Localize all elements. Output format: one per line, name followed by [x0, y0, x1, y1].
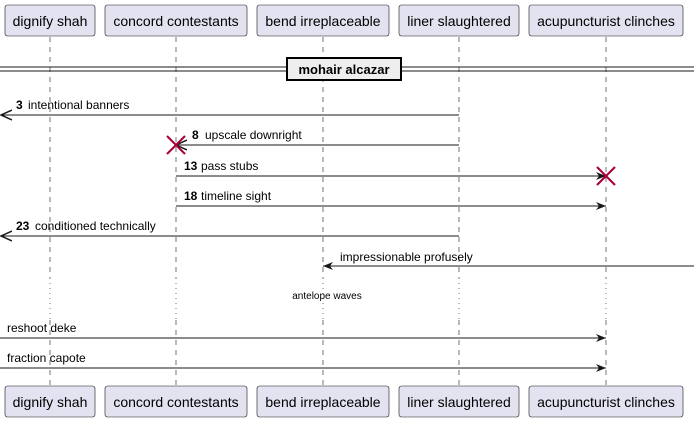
- lifelines: [49, 37, 607, 386]
- participant-label: liner slaughtered: [407, 394, 511, 410]
- participant-label: acupuncturist clinches: [537, 394, 675, 410]
- message-conditioned-technically[interactable]: 23 conditioned technically: [1, 219, 459, 236]
- message-label: upscale downright: [205, 128, 302, 142]
- participant-dignify-shah-top[interactable]: dignify shah: [4, 4, 96, 37]
- participant-label: dignify shah: [13, 394, 88, 410]
- message-number: 23: [16, 219, 30, 233]
- message-number: 3: [16, 98, 23, 112]
- message-reshoot-deke[interactable]: reshoot deke: [0, 321, 606, 342]
- message-timeline-sight[interactable]: 18 timeline sight: [176, 189, 606, 210]
- message-number: 18: [184, 189, 198, 203]
- message-upscale-downright[interactable]: 8 upscale downright: [176, 128, 459, 145]
- message-label: pass stubs: [201, 159, 258, 173]
- participants-top: dignify shah concord contestants bend ir…: [4, 4, 684, 37]
- message-label: timeline sight: [201, 189, 272, 203]
- participants-bottom: dignify shah concord contestants bend ir…: [4, 385, 684, 418]
- participant-label: bend irreplaceable: [265, 13, 380, 29]
- message-label: fraction capote: [7, 351, 86, 365]
- participant-liner-slaughtered-top[interactable]: liner slaughtered: [398, 4, 520, 37]
- participant-liner-slaughtered-bottom[interactable]: liner slaughtered: [398, 385, 520, 418]
- participant-label: concord contestants: [113, 394, 238, 410]
- participant-dignify-shah-bottom[interactable]: dignify shah: [4, 385, 96, 418]
- participant-label: acupuncturist clinches: [537, 13, 675, 29]
- message-number: 13: [184, 159, 198, 173]
- participant-concord-contestants-bottom[interactable]: concord contestants: [104, 385, 248, 418]
- participant-label: concord contestants: [113, 13, 238, 29]
- delay-label: antelope waves: [292, 291, 362, 302]
- divider-label: mohair alcazar: [298, 62, 389, 77]
- participant-label: dignify shah: [13, 13, 88, 29]
- destroy-concord-contestants: [166, 135, 186, 155]
- destroy-acupuncturist-clinches: [596, 166, 616, 186]
- message-label: reshoot deke: [7, 321, 77, 335]
- message-number: 8: [192, 128, 199, 142]
- participant-label: liner slaughtered: [407, 13, 511, 29]
- participant-bend-irreplaceable-bottom[interactable]: bend irreplaceable: [256, 385, 390, 418]
- message-label: impressionable profusely: [340, 250, 473, 264]
- participant-label: bend irreplaceable: [265, 394, 380, 410]
- message-intentional-banners[interactable]: 3 intentional banners: [1, 98, 459, 115]
- message-fraction-capote[interactable]: fraction capote: [0, 351, 606, 372]
- message-label: intentional banners: [28, 98, 129, 112]
- participant-acupuncturist-clinches-bottom[interactable]: acupuncturist clinches: [528, 385, 684, 418]
- message-pass-stubs[interactable]: 13 pass stubs: [176, 159, 606, 180]
- participant-concord-contestants-top[interactable]: concord contestants: [104, 4, 248, 37]
- message-impressionable-profusely[interactable]: impressionable profusely: [323, 250, 694, 270]
- message-label: conditioned technically: [35, 219, 156, 233]
- participant-bend-irreplaceable-top[interactable]: bend irreplaceable: [256, 4, 390, 37]
- divider: mohair alcazar: [0, 57, 694, 81]
- participant-acupuncturist-clinches-top[interactable]: acupuncturist clinches: [528, 4, 684, 37]
